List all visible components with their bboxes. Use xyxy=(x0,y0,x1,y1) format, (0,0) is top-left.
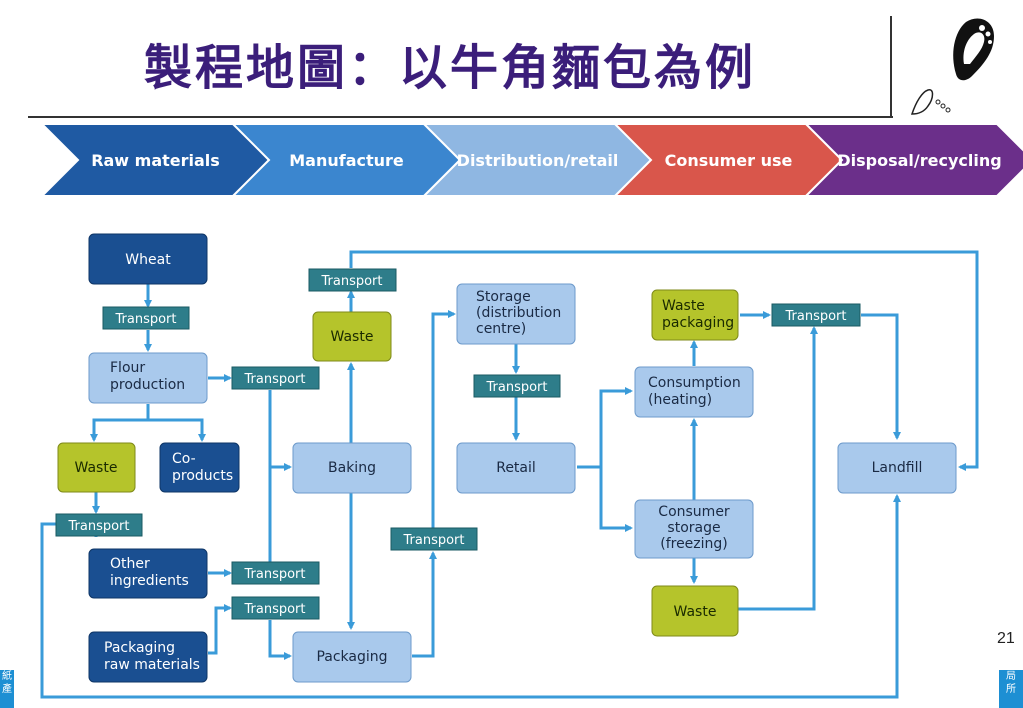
node-label: packaging xyxy=(662,315,734,331)
node-waste-consumer: Waste xyxy=(651,585,739,637)
stage-label: Consumer use xyxy=(665,151,793,170)
node-label: Retail xyxy=(496,460,536,476)
node-label: (distribution xyxy=(476,305,561,321)
node-transport-distribution: Transport xyxy=(390,527,478,551)
node-label: Waste xyxy=(674,604,717,620)
node-label: Baking xyxy=(328,460,376,476)
node-packaging: Packaging xyxy=(292,631,412,683)
node-label: Flour xyxy=(110,360,145,376)
node-label: Other xyxy=(110,556,150,572)
node-storage-distribution-centre: Storage (distribution centre) xyxy=(456,283,576,345)
node-co-products: Co- products xyxy=(159,442,240,493)
flour-to-coproducts-arrow xyxy=(148,418,206,442)
title-vertical-divider xyxy=(890,16,892,116)
stage-label: Raw materials xyxy=(91,151,220,170)
node-label: Waste xyxy=(75,460,118,476)
node-label: Co- xyxy=(172,451,196,467)
page-number: 21 xyxy=(997,630,1015,647)
node-label: Transport xyxy=(243,567,305,582)
node-transport-top: Transport xyxy=(308,268,397,292)
node-label: Landfill xyxy=(872,460,923,476)
node-label: Waste xyxy=(662,298,705,314)
packaging-raw-to-transport-arrow xyxy=(208,604,232,655)
lifecycle-stage-banner: Raw materials Manufacture Distribution/ret… xyxy=(39,123,1023,197)
node-transport-pack: Transport xyxy=(231,596,320,620)
node-label: products xyxy=(172,468,233,484)
node-label: Consumption xyxy=(648,375,741,391)
node-baking: Baking xyxy=(292,442,412,494)
node-waste-baking: Waste xyxy=(312,311,392,362)
stage-chevron xyxy=(803,123,1023,197)
node-label: raw materials xyxy=(104,657,200,673)
flour-to-waste-arrow xyxy=(90,404,150,442)
node-consumption-heating: Consumption (heating) xyxy=(634,366,754,418)
node-other-ingredients: Other ingredients xyxy=(88,548,208,599)
node-label: production xyxy=(110,377,185,393)
node-label: Transport xyxy=(243,372,305,387)
retail-to-storage-arrow xyxy=(599,467,633,532)
node-waste-flour: Waste xyxy=(57,442,136,493)
transport-to-storage-arrow xyxy=(431,310,456,528)
footprint-sketch-icon xyxy=(910,89,951,115)
transport-to-packaging-arrow xyxy=(268,620,292,660)
corner-tab-right: 局 所 xyxy=(999,670,1023,708)
node-label: (heating) xyxy=(648,392,712,408)
node-packaging-raw-materials: Packaging raw materials xyxy=(88,631,208,683)
node-landfill: Landfill xyxy=(837,442,957,494)
stage-label: Distribution/retail xyxy=(457,151,619,170)
node-label: Transport xyxy=(485,380,547,395)
node-retail: Retail xyxy=(456,442,576,494)
top-transport-to-landfill-arrow xyxy=(349,250,979,471)
node-transport-landfill: Transport xyxy=(771,303,861,327)
node-transport-flour: Transport xyxy=(231,366,320,390)
node-waste-packaging: Waste packaging xyxy=(651,289,739,341)
node-flour-production: Flour production xyxy=(88,352,208,404)
packaging-to-transport-arrow xyxy=(412,551,437,658)
node-wheat: Wheat xyxy=(88,233,208,285)
node-label: Transport xyxy=(784,309,846,324)
retail-to-consumption-arrow xyxy=(577,387,633,469)
node-label: Consumer xyxy=(658,504,730,520)
transport-to-baking-arrow xyxy=(268,390,292,471)
waste-to-transport-arrow-2 xyxy=(738,326,818,611)
node-consumer-storage-freezing: Consumer storage (freezing) xyxy=(634,499,754,559)
node-label: Packaging xyxy=(104,640,175,656)
node-label: Transport xyxy=(67,519,129,534)
node-transport-other: Transport xyxy=(231,561,320,585)
node-label: Transport xyxy=(243,602,305,617)
transport-to-landfill-arrow xyxy=(861,313,901,440)
stage-label: Disposal/recycling xyxy=(837,151,1001,170)
node-label: Transport xyxy=(114,312,176,327)
node-transport-wheat: Transport xyxy=(102,306,190,330)
node-transport-retail: Transport xyxy=(473,374,561,398)
node-label: (freezing) xyxy=(660,536,728,552)
node-transport-waste-flour: Transport xyxy=(55,513,143,537)
node-label: Wheat xyxy=(125,252,171,268)
node-label: ingredients xyxy=(110,573,189,589)
title-divider xyxy=(28,116,893,118)
footprint-logo-icon xyxy=(953,18,994,81)
node-label: centre) xyxy=(476,321,526,337)
node-label: Waste xyxy=(331,329,374,345)
corner-tab-left: 紙 產 xyxy=(0,670,14,708)
node-label: Transport xyxy=(402,533,464,548)
node-label: Storage xyxy=(476,289,531,305)
page-title: 製程地圖：以牛角麵包為例 xyxy=(143,40,756,96)
stage-label: Manufacture xyxy=(289,151,404,170)
node-label: Packaging xyxy=(316,649,387,665)
node-label: Transport xyxy=(320,274,382,289)
node-label: storage xyxy=(667,520,720,536)
